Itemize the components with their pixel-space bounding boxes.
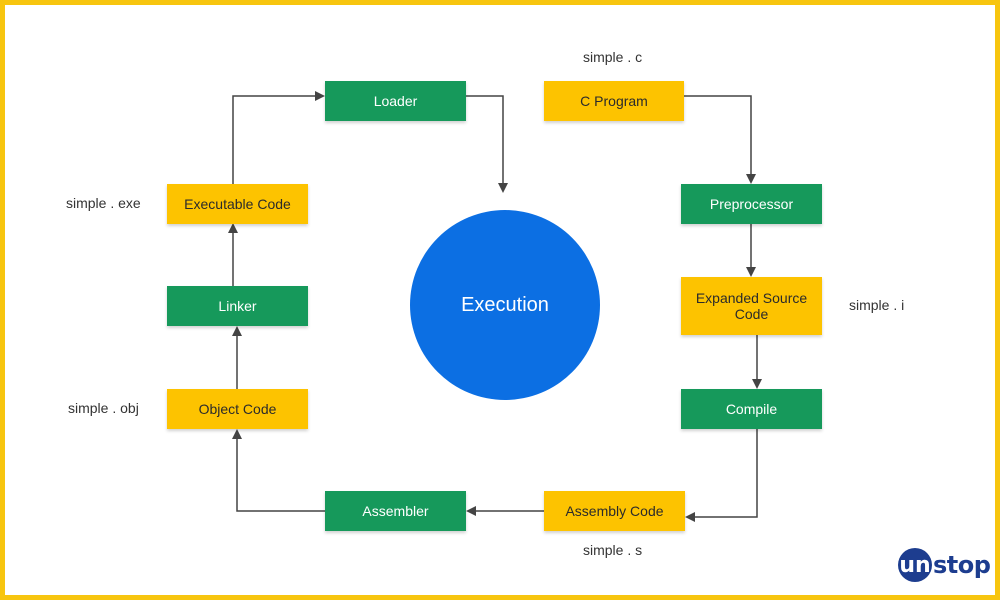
expanded-source-code-node: Expanded Source Code	[681, 277, 822, 335]
expanded-source-code-label: Expanded Source Code	[695, 290, 808, 322]
executable-code-label: Executable Code	[184, 196, 291, 212]
arrow-cprogram-to-preprocessor	[684, 95, 756, 184]
loader-label: Loader	[373, 93, 418, 109]
connector-arrows	[228, 91, 762, 522]
linker-label: Linker	[218, 298, 257, 314]
assembly-code-node: Assembly Code	[544, 491, 685, 531]
arrow-executable-to-loader	[232, 91, 325, 184]
arrow-loader-to-execution	[466, 95, 508, 193]
file-label-i: simple . i	[849, 297, 905, 313]
logo-wordmark: stop	[933, 551, 991, 579]
file-label-exe: simple . exe	[66, 195, 141, 211]
file-label-c: simple . c	[583, 49, 643, 65]
compile-node: Compile	[681, 389, 822, 429]
assembler-node: Assembler	[325, 491, 466, 531]
file-label-obj: simple . obj	[68, 400, 139, 416]
execution-node: Execution	[410, 210, 600, 400]
preprocessor-label: Preprocessor	[709, 196, 794, 212]
c-program-label: C Program	[580, 93, 648, 109]
compile-label: Compile	[725, 401, 778, 417]
arrow-assembler-to-objectcode	[232, 429, 325, 512]
executable-code-node: Executable Code	[167, 184, 308, 224]
object-code-node: Object Code	[167, 389, 308, 429]
execution-label: Execution	[461, 293, 549, 316]
linker-node: Linker	[167, 286, 308, 326]
assembly-code-label: Assembly Code	[565, 503, 664, 519]
arrow-compile-to-assembly	[685, 429, 758, 522]
loader-node: Loader	[325, 81, 466, 121]
preprocessor-node: Preprocessor	[681, 184, 822, 224]
assembler-label: Assembler	[362, 503, 429, 519]
unstop-logo: un stop	[898, 548, 991, 582]
object-code-label: Object Code	[198, 401, 277, 417]
file-label-s: simple . s	[583, 542, 643, 558]
logo-mark: un	[898, 548, 932, 582]
c-program-node: C Program	[544, 81, 684, 121]
